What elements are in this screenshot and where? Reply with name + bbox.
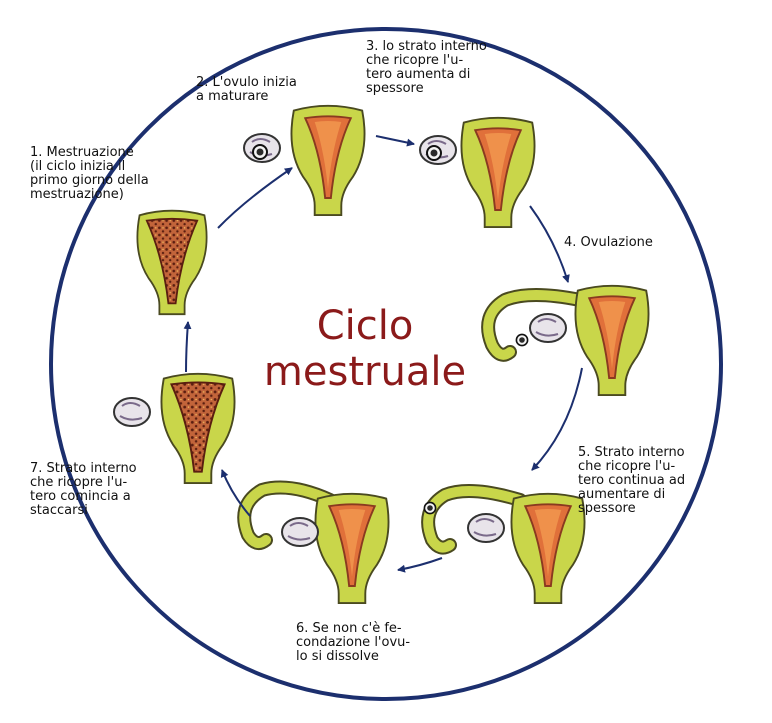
arrow-4-to-5 bbox=[531, 367, 583, 471]
stage-7-label-line: staccarsi bbox=[30, 503, 88, 518]
ovary-stage-7 bbox=[113, 397, 151, 427]
ovary-stage-4 bbox=[529, 313, 567, 343]
stage-1-label-line: primo giorno della bbox=[30, 173, 149, 188]
ovum-stage-5 bbox=[423, 501, 437, 515]
diagram-title-line-1: Ciclo bbox=[316, 303, 414, 349]
stage-5-label: 5. Strato interno che ricopre l'u- tero … bbox=[578, 446, 685, 516]
stage-5-label-line: che ricopre l'u- bbox=[578, 459, 676, 474]
stage-3-label-line: 3. lo strato interno bbox=[366, 39, 487, 54]
stage-2-label: 2. L'ovulo inizia a maturare bbox=[196, 76, 297, 104]
arrow-7-to-1 bbox=[183, 321, 192, 373]
ovary-stage-5 bbox=[467, 513, 505, 543]
stage-3-label-line: spessore bbox=[366, 81, 424, 96]
fallopian-tube-stage-6 bbox=[237, 480, 337, 550]
uterus-stage-5 bbox=[510, 492, 586, 605]
ovary-stage-3 bbox=[419, 135, 457, 165]
arrow-1-to-2 bbox=[217, 167, 293, 229]
stage-6-label-line: 6. Se non c'è fe- bbox=[296, 621, 402, 636]
stage-1-label-line: (il ciclo inizia il bbox=[30, 159, 126, 174]
ovary-stage-2 bbox=[243, 133, 281, 163]
stage-7-label-line: tero comincia a bbox=[30, 489, 131, 504]
stage-2-label-line: a maturare bbox=[196, 89, 269, 104]
cycle-ring bbox=[49, 27, 723, 701]
stage-3-label-line: tero aumenta di bbox=[366, 67, 471, 82]
stage-5-label-line: tero continua ad bbox=[578, 473, 686, 488]
stage-6-label-line: lo si dissolve bbox=[296, 649, 379, 664]
stage-1-label-line: 1. Mestruazione bbox=[30, 145, 134, 160]
uterus-stage-3 bbox=[460, 116, 536, 229]
stage-5-label-line: 5. Strato interno bbox=[578, 445, 685, 460]
stage-4-label: 4. Ovulazione bbox=[564, 236, 653, 250]
arrow-5-to-6 bbox=[397, 557, 443, 573]
stage-5-label-line: aumentare di bbox=[578, 487, 666, 502]
stage-7-label: 7. Strato interno che ricopre l'u- tero … bbox=[30, 462, 137, 518]
stage-6-label-line: condazione l'ovu- bbox=[296, 635, 411, 650]
stage-1-label: 1. Mestruazione (il ciclo inizia il prim… bbox=[30, 146, 149, 202]
arrow-3-to-4 bbox=[529, 205, 570, 283]
stage-2-label-line: 2. L'ovulo inizia bbox=[196, 75, 297, 90]
arrow-2-to-3 bbox=[375, 135, 415, 147]
arrow-6-to-7 bbox=[220, 469, 251, 517]
uterus-stage-1 bbox=[136, 209, 208, 316]
uterus-stage-6 bbox=[314, 492, 390, 605]
stage-3-label-line: che ricopre l'u- bbox=[366, 53, 464, 68]
stage-5-label-line: spessore bbox=[578, 501, 636, 516]
fallopian-tube-stage-4 bbox=[481, 288, 587, 362]
stage-3-label: 3. lo strato interno che ricopre l'u- te… bbox=[366, 40, 487, 96]
diagram-title-line-2: mestruale bbox=[263, 349, 467, 395]
ovary-stage-6 bbox=[281, 517, 319, 547]
stage-7-label-line: che ricopre l'u- bbox=[30, 475, 128, 490]
stage-4-label-line: 4. Ovulazione bbox=[564, 235, 653, 250]
uterus-stage-2 bbox=[290, 104, 366, 217]
stage-7-label-line: 7. Strato interno bbox=[30, 461, 137, 476]
stage-6-label: 6. Se non c'è fe- condazione l'ovu- lo s… bbox=[296, 622, 410, 664]
uterus-stage-4 bbox=[574, 284, 650, 397]
stage-1-label-line: mestruazione) bbox=[30, 187, 124, 202]
